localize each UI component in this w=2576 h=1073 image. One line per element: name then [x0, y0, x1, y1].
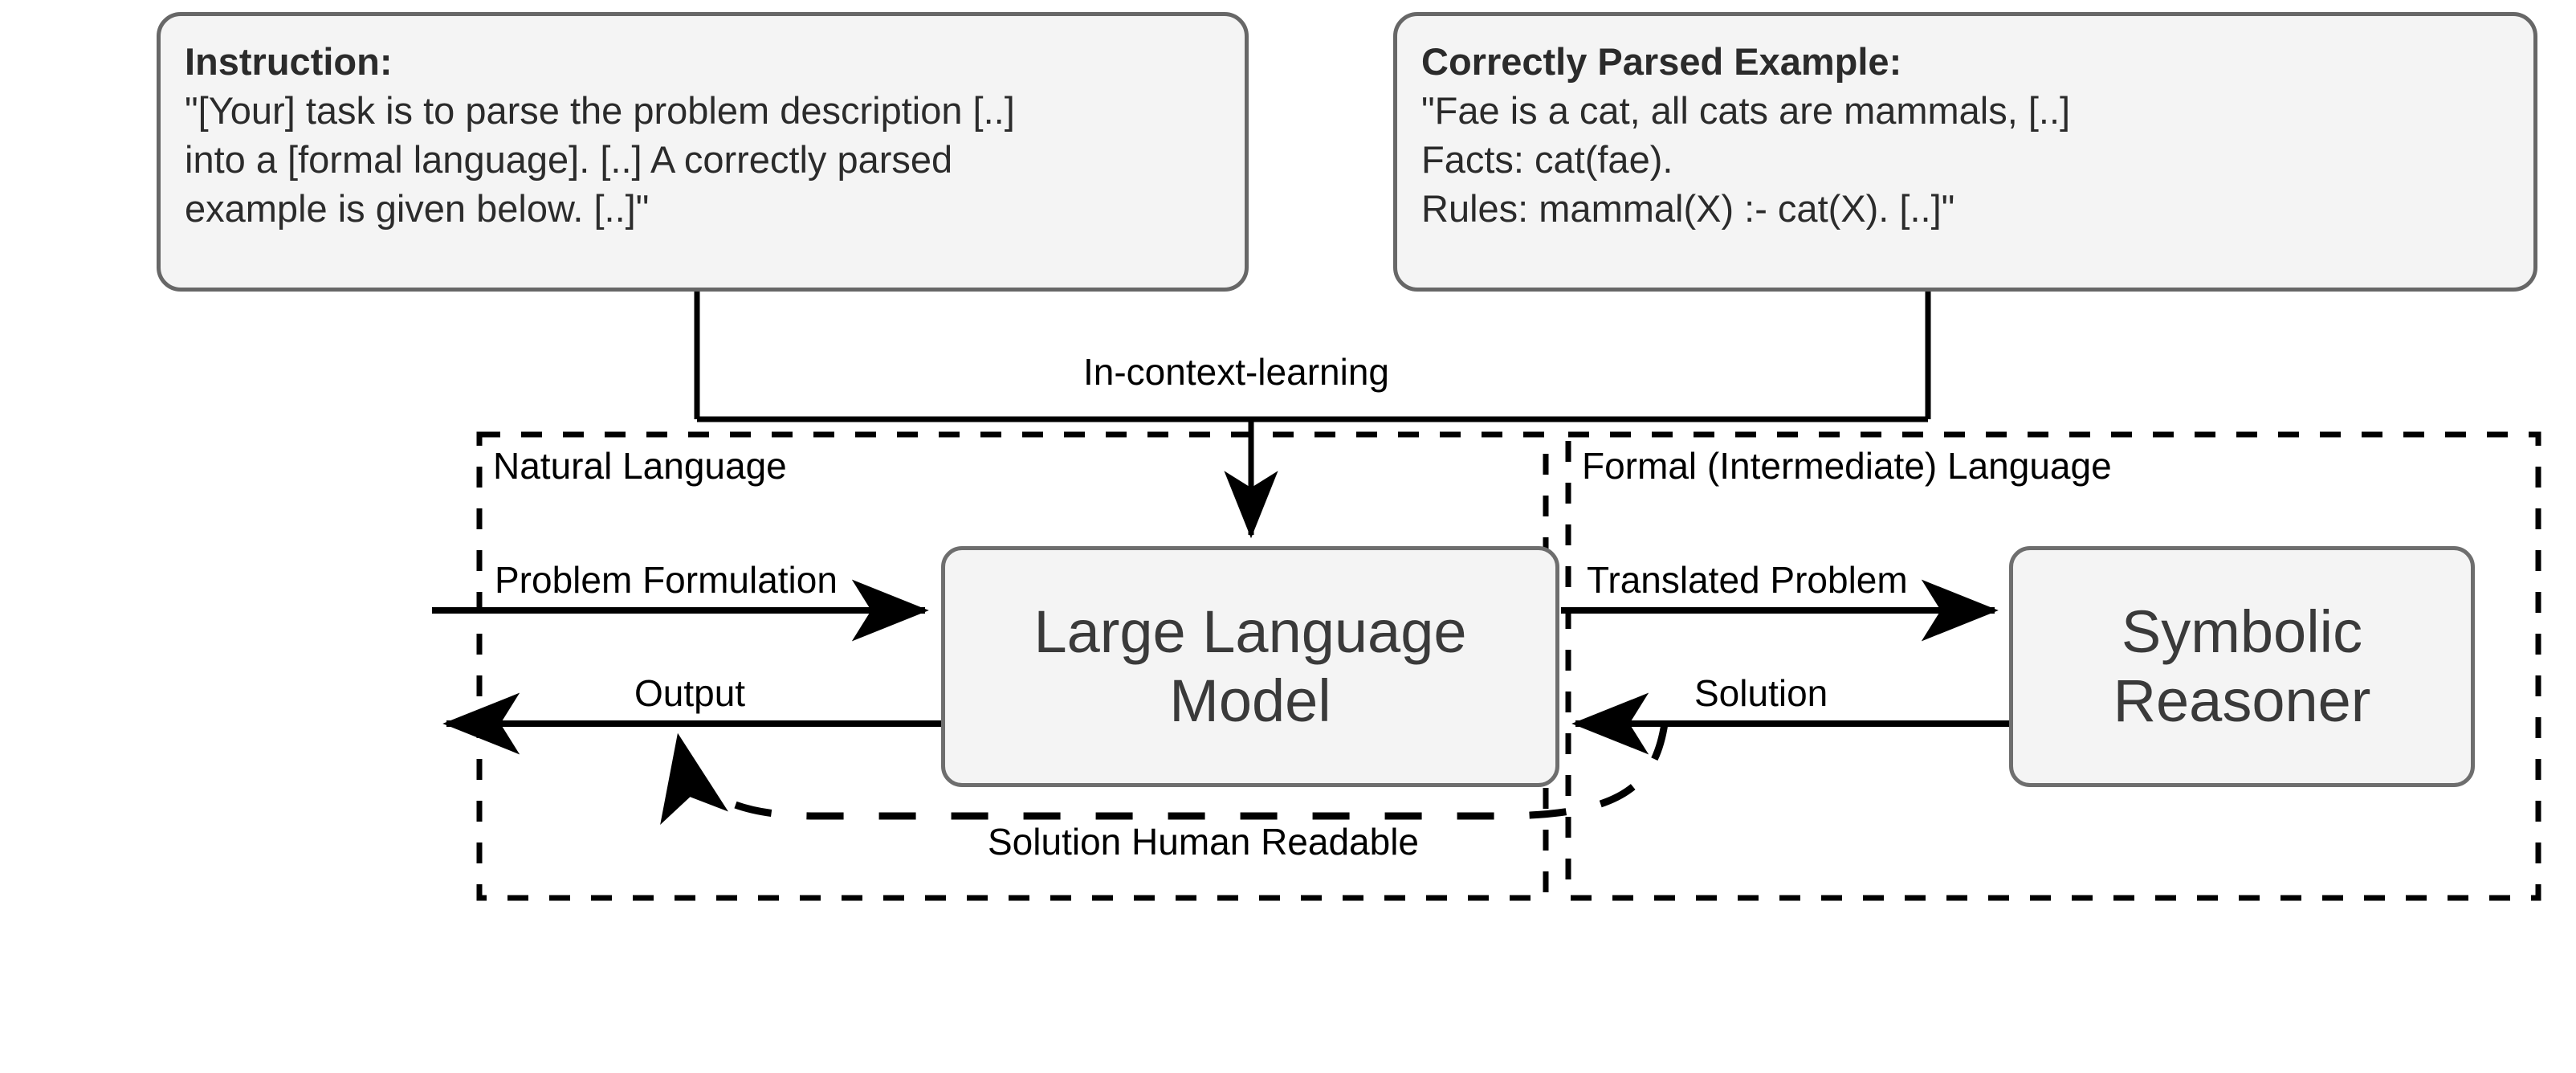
region-natural-language-text: Natural Language: [493, 445, 787, 487]
edge-label-in-context-learning: In-context-learning: [1080, 353, 1392, 390]
solution-human-readable-text: Solution Human Readable: [988, 821, 1420, 863]
example-title: Correctly Parsed Example:: [1421, 40, 1902, 83]
instruction-line-3: example is given below. [..]": [185, 187, 650, 231]
node-symbolic-reasoner: Symbolic Reasoner: [2009, 546, 2475, 787]
region-formal-language-text: Formal (Intermediate) Language: [1582, 445, 2112, 487]
reasoner-label: Symbolic Reasoner: [2113, 598, 2371, 736]
output-text: Output: [634, 672, 746, 714]
in-context-learning-text: In-context-learning: [1083, 351, 1389, 393]
solution-text: Solution: [1694, 672, 1828, 714]
edge-label-output: Output: [631, 672, 749, 714]
translated-problem-text: Translated Problem: [1587, 559, 1908, 601]
example-prompt-box: Correctly Parsed Example: "Fae is a cat,…: [1393, 12, 2537, 292]
reasoner-label-line-2: Reasoner: [2113, 667, 2371, 734]
region-label-natural-language: Natural Language: [493, 447, 787, 484]
edge-label-translated-problem: Translated Problem: [1584, 561, 1911, 598]
edge-label-solution: Solution: [1691, 672, 1832, 714]
problem-formulation-text: Problem Formulation: [495, 559, 838, 601]
edge-label-solution-human-readable: Solution Human Readable: [984, 821, 1423, 863]
region-label-formal-language: Formal (Intermediate) Language: [1582, 447, 2112, 484]
node-large-language-model: Large Language Model: [941, 546, 1559, 787]
instruction-line-2: into a [formal language]. [..] A correct…: [185, 138, 953, 182]
instruction-line-1: "[Your] task is to parse the problem des…: [185, 89, 1015, 133]
reasoner-label-line-1: Symbolic: [2121, 598, 2363, 666]
edge-label-problem-formulation: Problem Formulation: [491, 561, 841, 598]
instruction-title: Instruction:: [185, 40, 393, 83]
llm-label-line-1: Large Language: [1033, 598, 1467, 666]
instruction-prompt-box: Instruction: "[Your] task is to parse th…: [157, 12, 1249, 292]
llm-label-line-2: Model: [1169, 667, 1331, 734]
llm-label: Large Language Model: [1033, 598, 1466, 736]
example-line-2: Facts: cat(fae).: [1421, 138, 1673, 182]
example-line-3: Rules: mammal(X) :- cat(X). [..]": [1421, 187, 1955, 231]
example-line-1: "Fae is a cat, all cats are mammals, [..…: [1421, 89, 2071, 133]
